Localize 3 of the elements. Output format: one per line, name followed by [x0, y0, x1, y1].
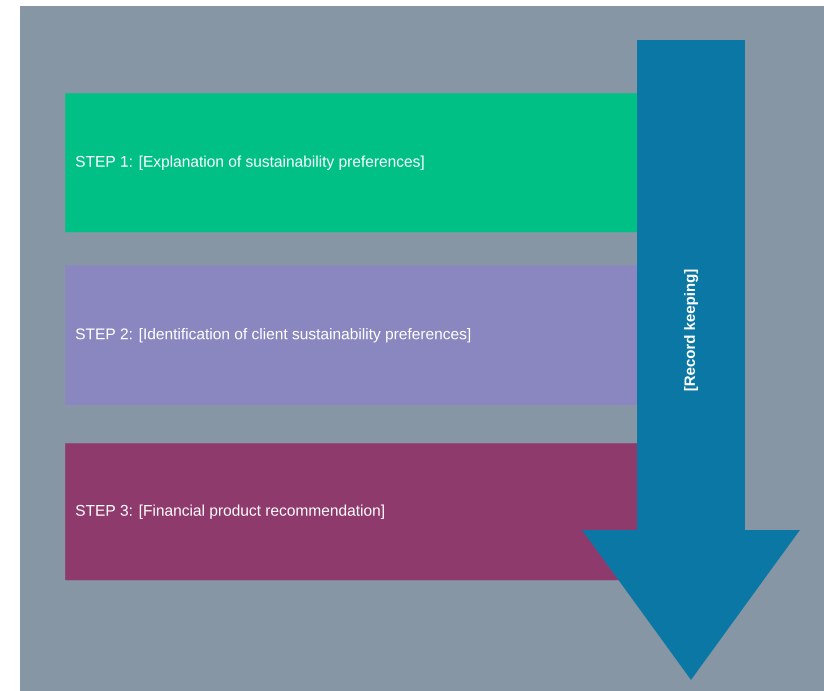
step-box: STEP 2: [Identification of client sustainability preferences] [65, 265, 640, 406]
step-box: STEP 3: [Financial product recommendation] [65, 443, 640, 580]
step-box: STEP 1: [Explanation of sustainability preferences] [65, 93, 640, 232]
